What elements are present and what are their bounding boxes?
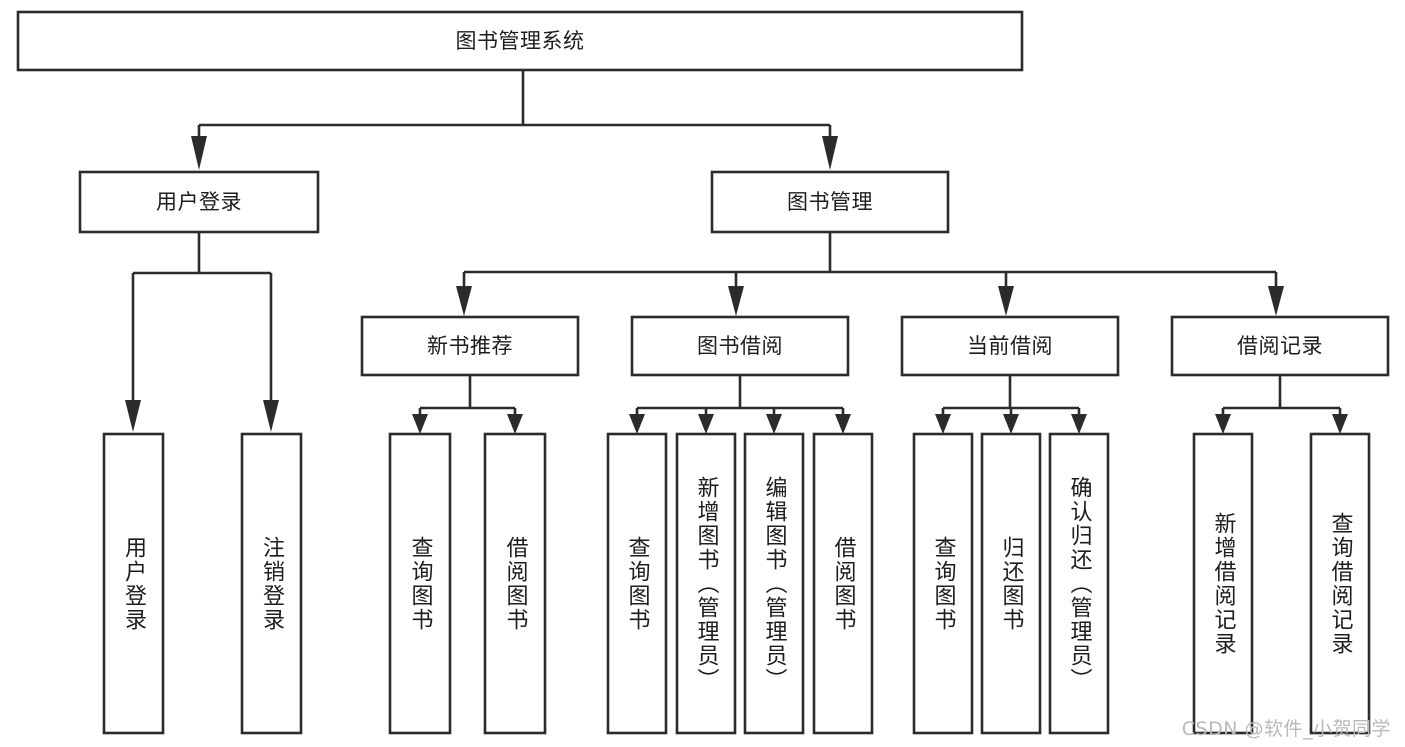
leaf-box-user-login-1[interactable]	[102, 432, 165, 735]
csdn-watermark: CSDN @软件_小贺同学	[1181, 718, 1391, 740]
arrow-head-currentborrow-3	[1071, 414, 1087, 434]
node-borrow-record-box[interactable]	[1170, 315, 1390, 377]
node-root-system-label: 图书管理系统	[456, 29, 585, 53]
leaf-box-book-borrow-2[interactable]	[675, 432, 737, 735]
node-current-borrow[interactable]: 当前借阅	[900, 315, 1120, 377]
arrow-head-currentborrow-1	[935, 414, 951, 434]
node-book-borrow-label: 图书借阅	[697, 334, 783, 358]
leaf-box-user-login-2[interactable]	[240, 432, 303, 735]
node-root-system-box[interactable]	[16, 10, 1024, 72]
arrow-head-currentborrow-2	[1003, 414, 1019, 434]
leaf-box-new-book-1[interactable]	[388, 432, 452, 735]
arrow-head-to-book-borrow	[728, 286, 744, 316]
leaf-box-current-borrow-1[interactable]	[912, 432, 974, 735]
node-new-book-recommend[interactable]: 新书推荐	[360, 315, 580, 377]
leaf-box-group	[102, 432, 1371, 735]
node-current-borrow-label: 当前借阅	[967, 334, 1053, 358]
arrow-head-borrowrecord-1	[1215, 414, 1231, 434]
node-book-borrow[interactable]: 图书借阅	[630, 315, 850, 377]
arrow-head-bookborrow-2	[698, 414, 714, 434]
node-book-manage[interactable]: 图书管理	[710, 170, 950, 234]
leaf-box-borrow-record-1[interactable]	[1192, 432, 1254, 735]
leaf-box-new-book-2[interactable]	[483, 432, 547, 735]
arrow-head-to-new-book	[456, 286, 472, 316]
leaf-box-book-borrow-4[interactable]	[812, 432, 874, 735]
arrow-head-to-borrow-record	[1268, 286, 1284, 316]
arrow-head-bookborrow-4	[835, 414, 851, 434]
arrow-head-to-user-login	[191, 136, 207, 170]
arrow-head-newbook-1	[412, 414, 428, 434]
connector-group-book-manage	[456, 232, 1284, 316]
arrow-head-borrowrecord-2	[1332, 414, 1348, 434]
node-book-manage-box[interactable]	[710, 170, 950, 234]
connector-group-root	[191, 70, 838, 170]
node-user-login[interactable]: 用户登录	[78, 170, 320, 234]
arrow-head-newbook-2	[507, 414, 523, 434]
connector-group-user-login	[125, 232, 279, 432]
leaf-box-borrow-record-2[interactable]	[1309, 432, 1371, 735]
node-user-login-box[interactable]	[78, 170, 320, 234]
arrow-head-bookborrow-1	[629, 414, 645, 434]
node-root-system[interactable]: 图书管理系统	[16, 10, 1024, 72]
node-borrow-record[interactable]: 借阅记录	[1170, 315, 1390, 377]
connector-group-borrow-record	[1215, 375, 1348, 434]
leaf-box-book-borrow-3[interactable]	[743, 432, 805, 735]
connector-group-book-borrow	[629, 375, 851, 434]
node-book-manage-label: 图书管理	[787, 190, 873, 214]
arrow-head-bookborrow-3	[766, 414, 782, 434]
arrow-head-userlogin-2	[263, 400, 279, 432]
arrow-head-userlogin-1	[125, 400, 141, 432]
node-user-login-label: 用户登录	[156, 190, 242, 214]
node-new-book-recommend-box[interactable]	[360, 315, 580, 377]
leaf-box-current-borrow-2[interactable]	[980, 432, 1042, 735]
arrow-head-to-book-manage	[822, 136, 838, 170]
node-book-borrow-box[interactable]	[630, 315, 850, 377]
connector-group-current-borrow	[935, 375, 1087, 434]
node-new-book-recommend-label: 新书推荐	[427, 334, 513, 358]
node-current-borrow-box[interactable]	[900, 315, 1120, 377]
arrow-head-to-current-borrow	[998, 286, 1014, 316]
leaf-box-current-borrow-3[interactable]	[1048, 432, 1110, 735]
node-borrow-record-label: 借阅记录	[1237, 334, 1323, 358]
connector-group-new-book	[412, 375, 523, 434]
leaf-box-book-borrow-1[interactable]	[606, 432, 668, 735]
